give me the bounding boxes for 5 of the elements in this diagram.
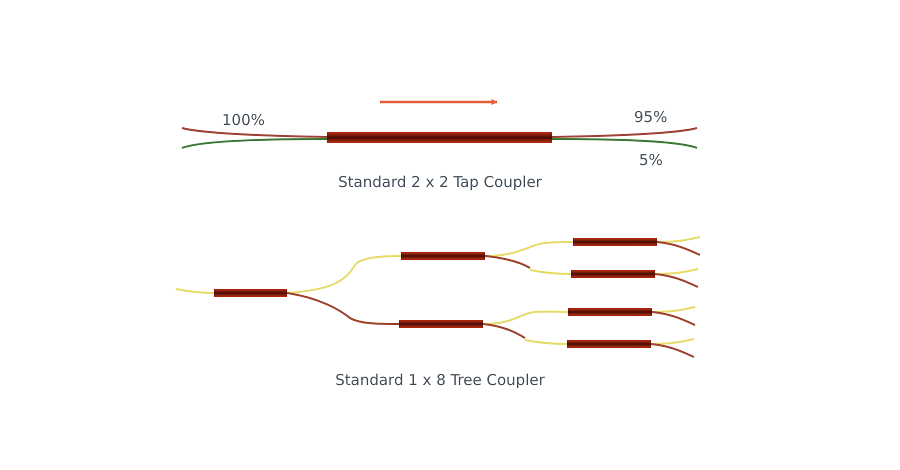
value-label: 95% — [634, 108, 668, 126]
value-label: 100% — [222, 111, 265, 129]
caption: Standard 2 x 2 Tap Coupler — [338, 173, 542, 191]
caption: Standard 1 x 8 Tree Coupler — [335, 371, 545, 389]
value-label: 5% — [639, 151, 663, 169]
